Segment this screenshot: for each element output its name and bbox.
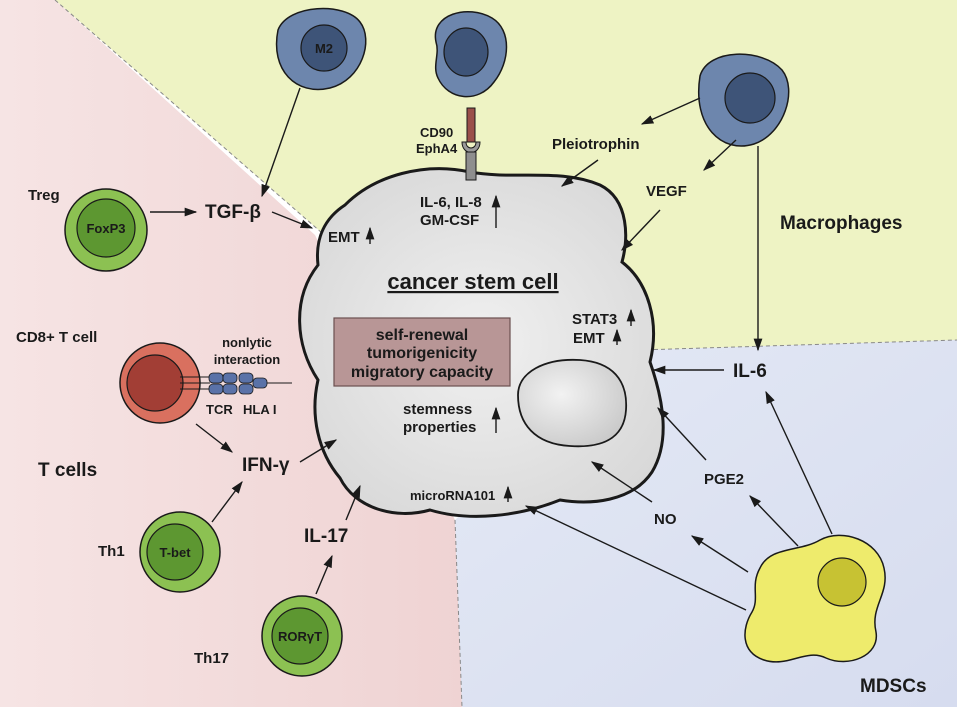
m2-to-tgfb-arrow (261, 87, 301, 198)
tcr-receptor-4 (222, 383, 238, 395)
th17-label: Th17 (194, 650, 229, 667)
th1-to-ifng-arrow (211, 480, 243, 523)
hla-label: HLA I (243, 402, 276, 417)
th1-nucleus (146, 523, 204, 581)
macrophage-nucleus (724, 72, 776, 124)
pleiotrophin-label: Pleiotrophin (552, 136, 640, 153)
treg-label: Treg (28, 187, 60, 204)
microrna-label: microRNA101 (410, 488, 495, 503)
tgfb-label: TGF-β (205, 202, 261, 223)
tcr-receptor-1 (208, 372, 224, 384)
th1-label: Th1 (98, 543, 125, 560)
mdsc-to-pge2-arrow (749, 495, 799, 547)
mdsc-nucleus (817, 557, 867, 607)
stat3-label: STAT3 (572, 311, 617, 328)
tcr-lines (180, 376, 210, 390)
tcell-region (0, 0, 462, 707)
th17-nucleus (271, 607, 329, 665)
box-line-1: self-renewal (376, 327, 468, 344)
emt-left-label: EMT (328, 229, 360, 246)
nucleus (517, 358, 627, 448)
stemness-line-1: stemness (403, 401, 472, 418)
region-divider-right (639, 339, 957, 351)
vegf-to-csc-arrow (621, 209, 661, 251)
th1-marker: T-bet (159, 545, 191, 560)
hla-receptor-3 (252, 377, 268, 389)
macrophages-group-label: Macrophages (780, 213, 902, 234)
macrophage-to-vegf-arrow (703, 139, 737, 171)
cd8-to-ifng-arrow (195, 423, 233, 453)
cd8-label: CD8+ T cell (16, 329, 97, 346)
il17-label: IL-17 (304, 526, 348, 547)
th17-marker: RORγT (278, 629, 322, 644)
mdsc-to-il6-arrow (765, 390, 833, 535)
treg-nucleus (76, 198, 136, 258)
receptor-cell-nucleus (443, 27, 489, 77)
ifng-to-csc-arrow (299, 439, 338, 463)
receptor-base (465, 151, 477, 181)
emt-right-label: EMT (573, 330, 605, 347)
tcells-group-label: T cells (38, 460, 97, 481)
cd8-nucleus (126, 354, 184, 412)
box-line-3: migratory capacity (351, 364, 493, 381)
box-line-2: tumorigenicity (367, 345, 477, 362)
function-box (333, 317, 511, 387)
ifng-label: IFN-γ (242, 455, 290, 476)
receptor-cup (461, 141, 481, 153)
hla-receptor-2 (238, 383, 254, 395)
receptor-label-epha4: EphA4 (416, 141, 458, 156)
pleiotrophin-to-csc-arrow (560, 159, 599, 187)
pge2-to-csc-arrow (657, 407, 707, 461)
interaction-line-2: interaction (214, 352, 281, 367)
region-divider-top (54, 0, 331, 241)
interaction-line-1: nonlytic (222, 335, 272, 350)
il-label-line-1: IL-6, IL-8 (420, 194, 482, 211)
cancer-stem-cell-title: cancer stem cell (387, 269, 558, 294)
vegf-label: VEGF (646, 183, 687, 200)
treg-marker: FoxP3 (86, 221, 125, 236)
macrophage-to-pleiotrophin-arrow (640, 97, 701, 125)
no-to-csc-arrow (590, 461, 653, 503)
mdscs-group-label: MDSCs (860, 676, 927, 697)
no-label: NO (654, 511, 677, 528)
m2-nucleus (300, 24, 348, 72)
stemness-line-2: properties (403, 419, 476, 436)
m2-label: M2 (315, 41, 333, 56)
region-divider-bottom (454, 519, 463, 707)
th17-to-il17-arrow (315, 554, 333, 595)
tgfb-to-csc-arrow (271, 211, 314, 229)
mdsc-to-no-arrow (690, 535, 749, 573)
tcr-label: TCR (206, 402, 233, 417)
receptor-label-cd90: CD90 (420, 125, 453, 140)
hla-receptor-1 (238, 372, 254, 384)
tcr-receptor-3 (222, 372, 238, 384)
il6-label: IL-6 (733, 361, 767, 382)
il-label-line-2: GM-CSF (420, 212, 479, 229)
tcr-receptor-2 (208, 383, 224, 395)
receptor-stalk (466, 107, 476, 143)
pge2-label: PGE2 (704, 471, 744, 488)
il17-to-csc-arrow (345, 484, 361, 521)
mdsc-to-csc-arrow (524, 505, 747, 611)
